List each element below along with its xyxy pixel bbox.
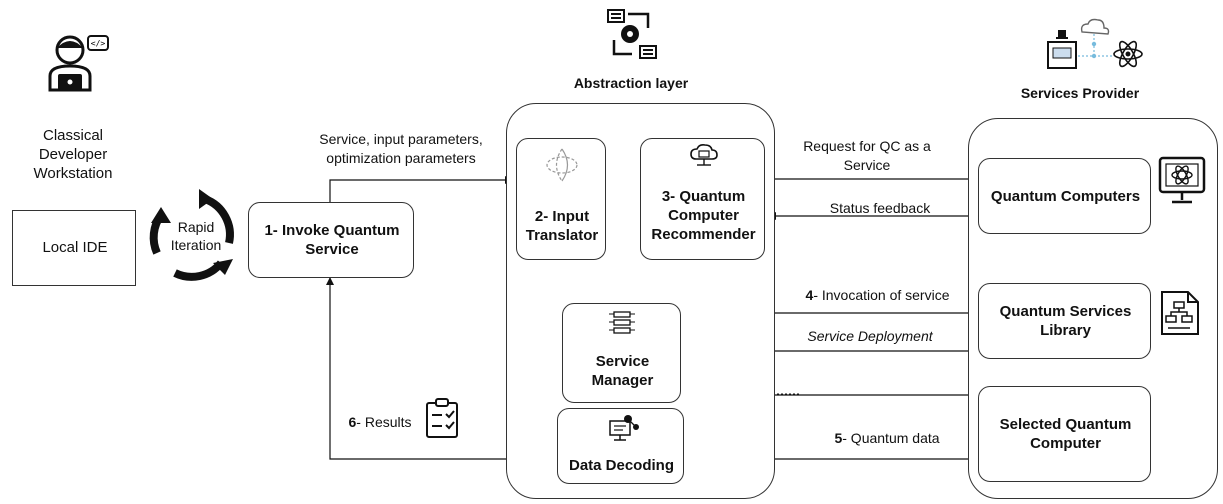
translator-text: Input Translator	[525, 208, 599, 244]
service-manager-box[interactable]: Service Manager	[562, 303, 681, 403]
decoder-icon	[609, 415, 639, 441]
provider-title: Services Provider	[1020, 85, 1140, 101]
rapid-iteration-label: Rapid Iteration	[170, 219, 222, 253]
recommender-text: Quantum Computer Recommender	[651, 188, 756, 243]
server-icon	[609, 311, 635, 334]
qc-label: Quantum Computers	[990, 188, 1141, 205]
selected-quantum-computer-box[interactable]: Selected Quantum Computer	[978, 386, 1151, 482]
invoke-text: Invoke Quantum Service	[281, 222, 400, 258]
invocation-text: - Invocation of service	[813, 287, 950, 303]
data-num: 5	[834, 430, 843, 446]
provider-icon	[1047, 18, 1143, 69]
local-ide-label: Local IDE	[42, 239, 108, 256]
library-label: Quantum Services Library	[999, 303, 1132, 339]
developer-icon: </>	[48, 35, 109, 92]
cloud-icon	[690, 144, 718, 166]
results-text: - Results	[356, 414, 412, 430]
clipboard-icon	[426, 398, 458, 438]
developer-label: Classical Developer Workstation	[33, 127, 113, 182]
local-ide-box[interactable]: Local IDE	[12, 210, 136, 286]
deployment-edge-label: Service Deployment	[807, 328, 933, 344]
selected-label: Selected Quantum Computer	[999, 416, 1132, 452]
invoke-num: 1-	[264, 222, 278, 239]
translator-num: 2-	[534, 208, 549, 225]
monitor-icon	[1158, 156, 1206, 204]
input-edge-label: Service, input parameters, optimization …	[319, 131, 483, 166]
translator-label: 2- Input Translator	[517, 207, 607, 245]
quantum-services-library-box[interactable]: Quantum Services Library	[978, 283, 1151, 359]
quantum-computers-box[interactable]: Quantum Computers	[978, 158, 1151, 234]
service-manager-label: Service Manager	[591, 353, 654, 389]
data-decoding-label: Data Decoding	[568, 457, 674, 474]
status-edge-label: Status feedback	[829, 200, 931, 216]
recommender-num: 3-	[661, 188, 676, 205]
globe-icon	[546, 148, 578, 182]
results-num: 6	[348, 414, 357, 430]
data-text: - Quantum data	[842, 430, 940, 446]
recommender-label: 3- Quantum Computer Recommender	[641, 187, 766, 244]
svg-text:</>: </>	[91, 39, 106, 48]
edge-results	[326, 277, 557, 460]
data-decoding-box[interactable]: Data Decoding	[557, 408, 684, 484]
data-edge-label: 5- Quantum data	[812, 430, 962, 447]
invocation-num: 4	[805, 287, 814, 303]
invocation-edge-label: 4- Invocation of service	[785, 287, 970, 304]
abstraction-title: Abstraction layer	[573, 75, 689, 91]
results-edge-label: 6- Results	[340, 414, 420, 431]
request-edge-label: Request for QC as a Service	[803, 138, 931, 173]
recommender-box[interactable]: 3- Quantum Computer Recommender	[640, 138, 765, 260]
abstraction-icon	[607, 9, 657, 59]
cycle-arrows-icon	[149, 189, 234, 281]
invoke-label: 1- Invoke Quantum Service	[249, 221, 415, 259]
input-translator-box[interactable]: 2- Input Translator	[516, 138, 606, 260]
library-icon	[1161, 291, 1199, 335]
invoke-quantum-service-box[interactable]: 1- Invoke Quantum Service	[248, 202, 414, 278]
